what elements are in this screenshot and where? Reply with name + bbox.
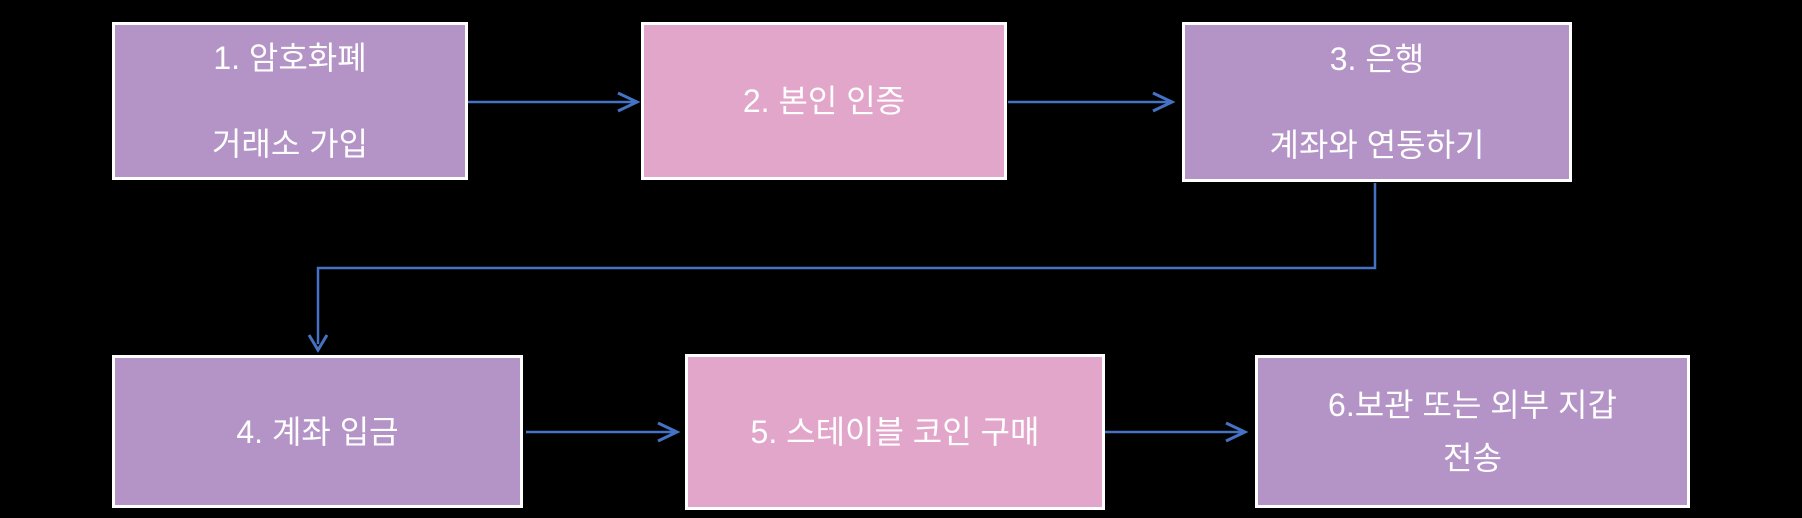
node-4-account-deposit: 4. 계좌 입금 — [112, 355, 523, 508]
arrow-node1-to-node2 — [468, 91, 641, 113]
arrow-node5-to-node6 — [1105, 421, 1249, 443]
arrow-node4-to-node5 — [526, 421, 681, 443]
node-1-crypto-exchange-signup: 1. 암호화폐 거래소 가입 — [112, 22, 468, 180]
arrow-node3-to-node4-elbow — [307, 183, 1377, 353]
node-2-identity-verification: 2. 본인 인증 — [641, 22, 1007, 180]
node-5-stablecoin-purchase: 5. 스테이블 코인 구매 — [685, 354, 1105, 510]
node-6-store-or-external-wallet-transfer: 6.보관 또는 외부 지갑 전송 — [1255, 355, 1690, 508]
arrow-node2-to-node3 — [1008, 91, 1176, 113]
node-3-bank-account-link: 3. 은행 계좌와 연동하기 — [1182, 22, 1572, 182]
